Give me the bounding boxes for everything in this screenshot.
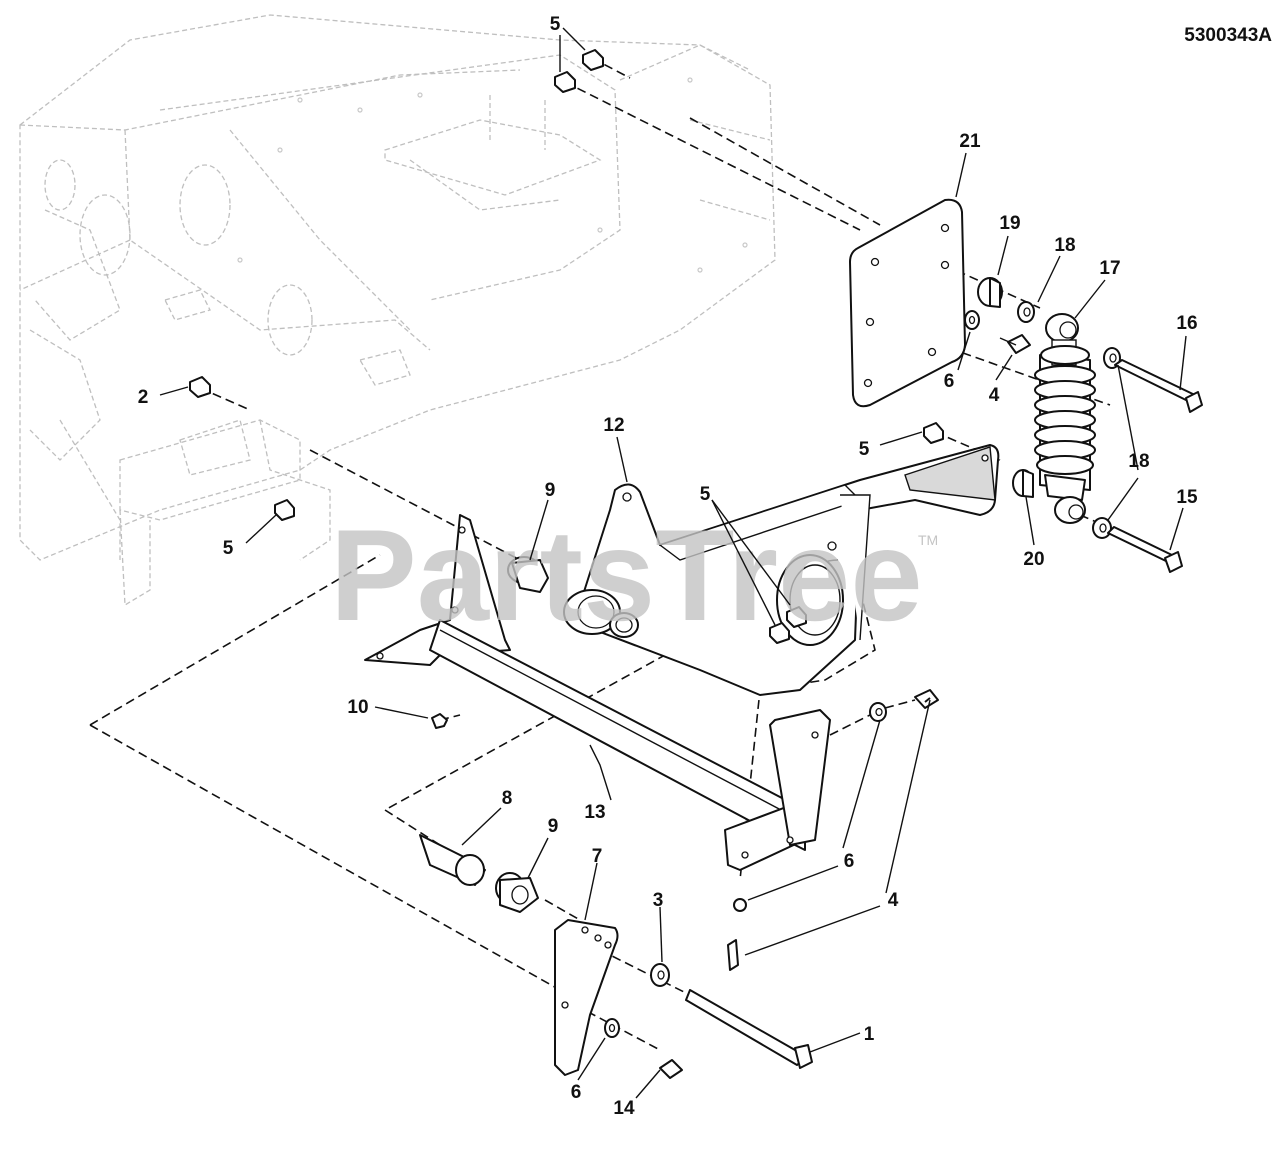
- callout-9: 9: [545, 480, 556, 501]
- shock-hardware: [964, 277, 1203, 573]
- callout-5: 5: [859, 439, 870, 460]
- callout-15: 15: [1176, 487, 1198, 508]
- bushings: [419, 556, 639, 913]
- frame-outline-ghost: [19, 14, 776, 607]
- callout-5: 5: [550, 14, 561, 35]
- pivot-bracket: [563, 444, 1000, 696]
- callout-labels: 5 21 19 18 17 16 6 4 2 12 5 18 9 5 15 5 …: [138, 14, 1198, 1119]
- watermark-trademark: TM: [918, 532, 938, 548]
- callout-5: 5: [223, 538, 234, 559]
- callout-1: 1: [864, 1024, 875, 1045]
- callout-6: 6: [571, 1082, 582, 1103]
- callout-18: 18: [1128, 451, 1149, 472]
- callout-5: 5: [700, 484, 711, 505]
- callout-14: 14: [613, 1098, 635, 1119]
- callout-6: 6: [844, 851, 855, 872]
- callout-leaders: [159, 27, 1187, 1099]
- small-hardware: [189, 49, 944, 971]
- callout-16: 16: [1176, 313, 1197, 334]
- callout-4: 4: [888, 890, 899, 911]
- callout-17: 17: [1099, 258, 1120, 279]
- watermark-text: PartsTree: [330, 502, 923, 648]
- axle-frame: [364, 514, 831, 871]
- callout-19: 19: [999, 213, 1020, 234]
- callout-10: 10: [347, 697, 368, 718]
- callout-6: 6: [944, 371, 955, 392]
- callout-4: 4: [989, 385, 1000, 406]
- callout-13: 13: [584, 802, 605, 823]
- lower-bracket: [554, 919, 813, 1079]
- drawing-number: 5300343A: [1184, 25, 1272, 46]
- callout-7: 7: [592, 846, 603, 867]
- callout-20: 20: [1023, 549, 1044, 570]
- mount-plate: [849, 198, 966, 408]
- watermark: PartsTree TM: [330, 502, 938, 648]
- callout-8: 8: [502, 788, 513, 809]
- callout-2: 2: [138, 387, 149, 408]
- callout-12: 12: [603, 415, 624, 436]
- callout-18: 18: [1054, 235, 1075, 256]
- callout-21: 21: [959, 131, 981, 152]
- shock-absorber: [1034, 313, 1096, 524]
- callout-9: 9: [548, 816, 559, 837]
- callout-3: 3: [653, 890, 664, 911]
